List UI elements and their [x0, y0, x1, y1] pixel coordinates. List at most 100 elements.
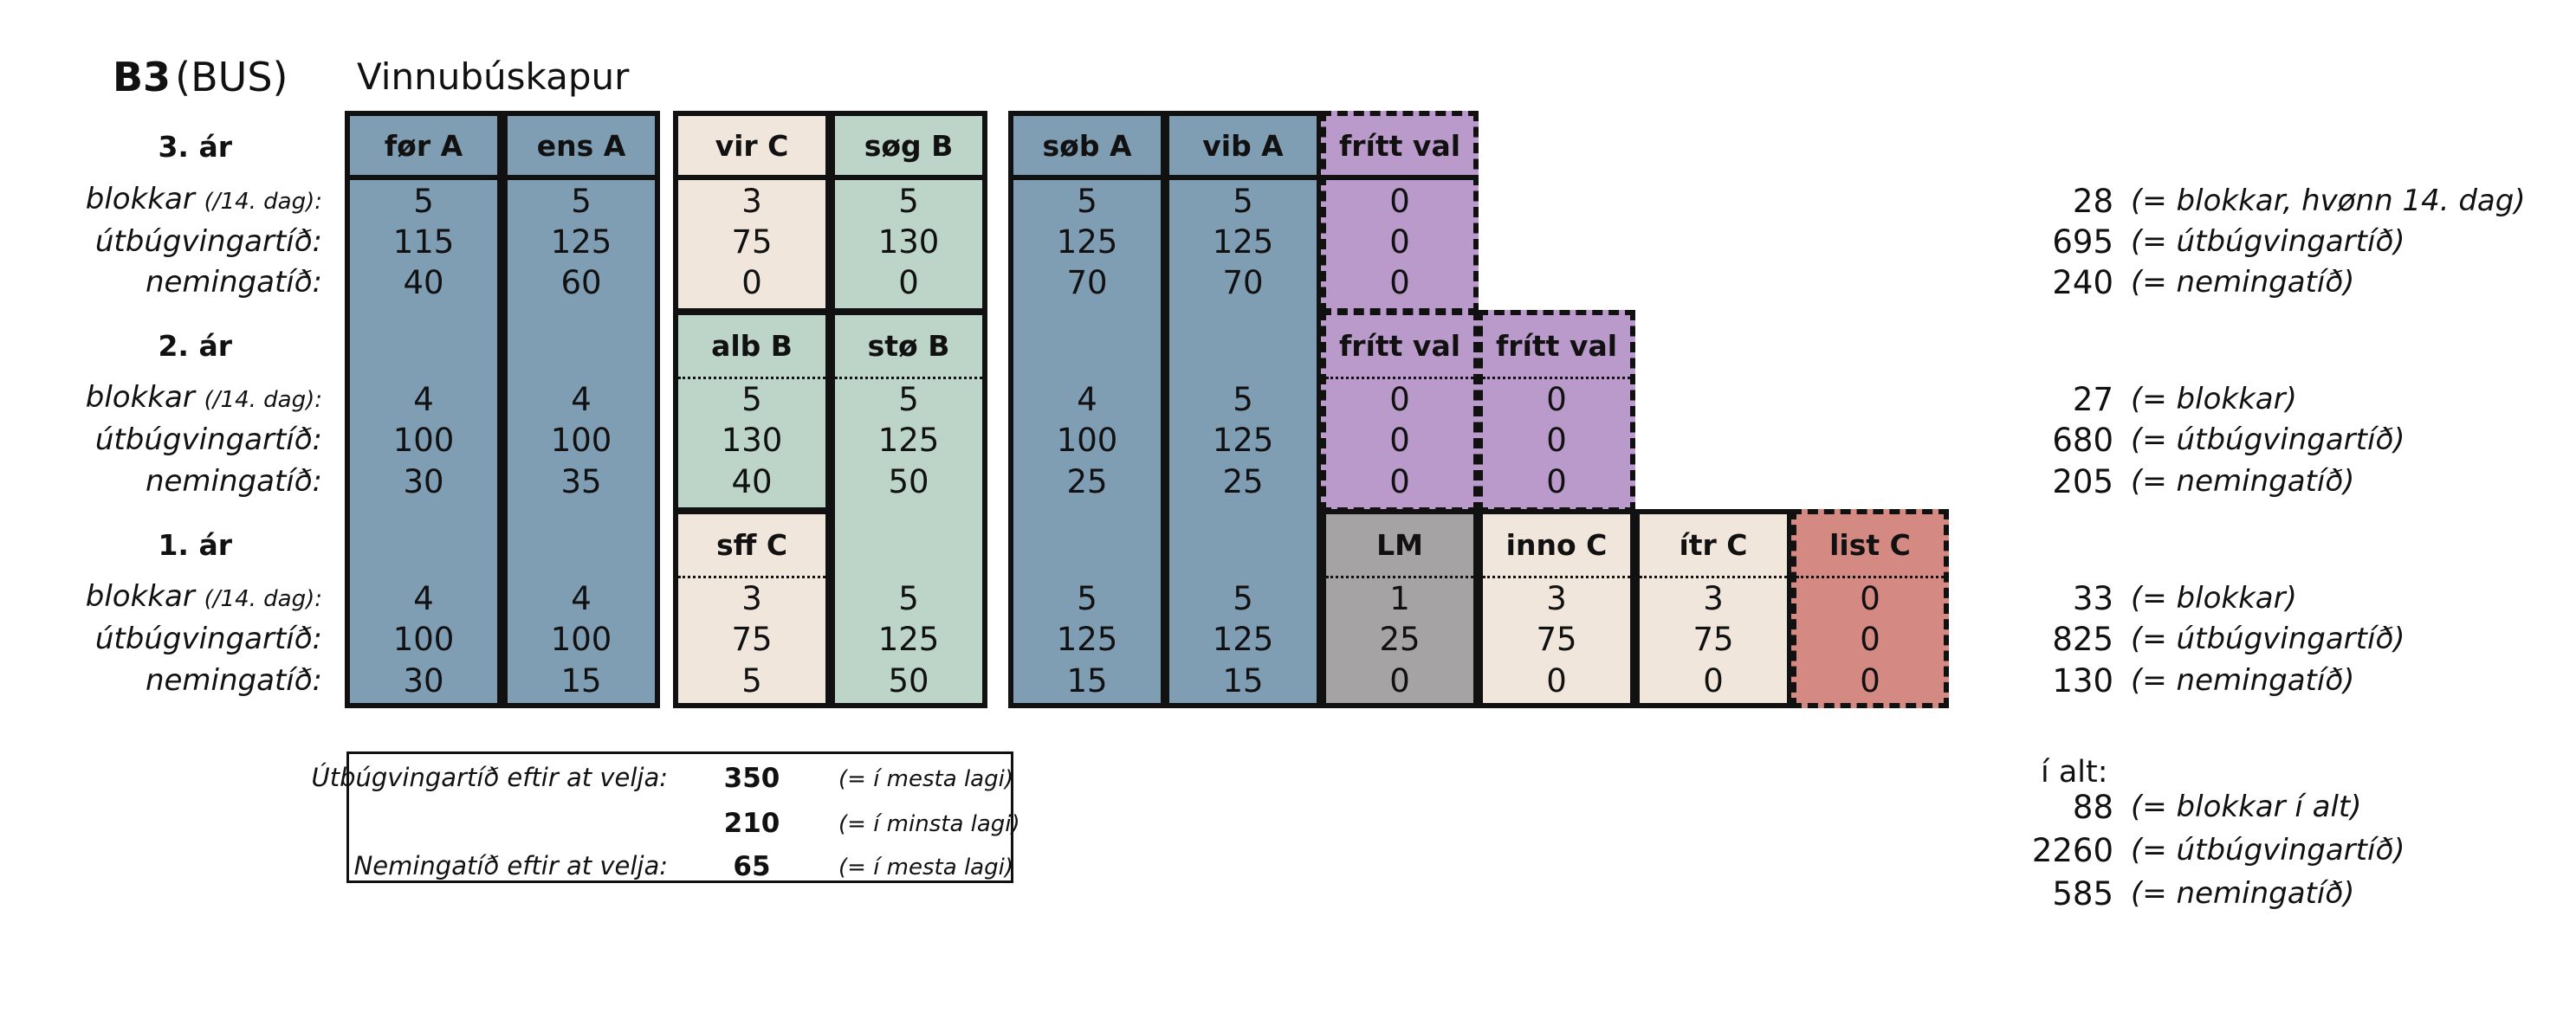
- subject-value-naem: 0: [1389, 264, 1410, 301]
- subject-value-utbug: 125: [877, 621, 940, 658]
- subject-value-utbug: 100: [550, 621, 612, 658]
- total-number: 130: [2052, 662, 2113, 700]
- subject-value-utbug: 75: [731, 621, 773, 658]
- subject-value-utbug: 100: [392, 422, 455, 459]
- subject-value-naem: 0: [1389, 662, 1410, 700]
- subject-header: søg B: [835, 116, 982, 180]
- total-number: 205: [2052, 463, 2113, 500]
- subject-value-blokkar: 3: [1546, 580, 1567, 617]
- subject-header: ítr C: [1640, 514, 1787, 578]
- row-label-blokkar-sub: (/14. dag):: [204, 189, 322, 215]
- subject-value-blokkar: 0: [1860, 580, 1880, 617]
- page-title: B3 (BUS): [113, 54, 288, 100]
- subject-value-blokkar: 4: [571, 381, 592, 418]
- subject-value-utbug: 0: [1389, 223, 1410, 261]
- grand-total-label-row: (= blokkar í alt): [2131, 790, 2362, 824]
- row-label-naem: nemingatíð:: [145, 464, 322, 499]
- subject-header: søb A: [1013, 116, 1161, 180]
- subject-value-naem: 40: [731, 463, 773, 500]
- total-label: (= nemingatíð): [2131, 464, 2355, 499]
- total-label: (= nemingatíð): [2131, 663, 2355, 698]
- elective-utbug-min-note: (= í minsta lagi): [838, 811, 1020, 837]
- subject-header: vir C: [678, 116, 825, 180]
- year-2-label: 2. ár: [158, 329, 232, 363]
- subject-column-block: [1164, 111, 1322, 708]
- grand-total-number: 88: [2072, 789, 2113, 826]
- subject-column-block: [673, 310, 831, 513]
- elective-naem-label: Nemingatíð eftir at velja:: [353, 851, 668, 880]
- subject-column-block: [1008, 111, 1166, 708]
- subject-value-utbug: 0: [1389, 422, 1410, 459]
- grand-total-number: 2260: [2031, 832, 2113, 869]
- subject-value-utbug: 100: [1056, 422, 1118, 459]
- total-number: 240: [2052, 264, 2113, 301]
- subject-value-utbug: 130: [877, 223, 940, 261]
- subject-column-block: [1791, 509, 1949, 708]
- subject-value-utbug: 125: [1212, 422, 1274, 459]
- subject-value-blokkar: 0: [1389, 183, 1410, 220]
- subject-value-blokkar: 5: [1233, 183, 1253, 220]
- total-number: 28: [2072, 183, 2113, 220]
- grand-total-label-row: (= útbúgvingartíð): [2131, 833, 2405, 867]
- programme-abbrev: (BUS): [175, 54, 288, 100]
- total-label: (= blokkar): [2131, 581, 2297, 616]
- subject-value-blokkar: 4: [1077, 381, 1097, 418]
- subject-header: alb B: [678, 315, 825, 379]
- subject-value-utbug: 100: [392, 621, 455, 658]
- row-label-utbug: útbúgvingartíð:: [94, 622, 322, 656]
- subject-value-blokkar: 5: [1077, 183, 1097, 220]
- subject-value-naem: 0: [1546, 463, 1567, 500]
- subject-column-block: [1321, 509, 1479, 708]
- elective-hours-box: Útbúgvingartíð eftir at velja: 350 (= í …: [311, 751, 1020, 883]
- subject-value-naem: 70: [1222, 264, 1264, 301]
- subject-value-blokkar: 5: [898, 381, 919, 418]
- subject-value-naem: 50: [888, 463, 929, 500]
- subject-value-naem: 25: [1222, 463, 1264, 500]
- subject-value-naem: 30: [403, 463, 444, 500]
- elective-utbug-max-note: (= í mesta lagi): [838, 766, 1013, 792]
- elective-naem-max: 65: [733, 851, 771, 882]
- subject-value-blokkar: 3: [741, 580, 762, 617]
- subject-column-block: [830, 310, 987, 708]
- subject-value-blokkar: 4: [571, 580, 592, 617]
- subject-column-block: [1321, 111, 1479, 313]
- subject-value-utbug: 75: [1536, 621, 1577, 658]
- programme-name: Vinnubúskapur: [357, 55, 630, 98]
- total-label: (= blokkar, hvønn 14. dag): [2131, 184, 2526, 218]
- subject-value-blokkar: 5: [1077, 580, 1097, 617]
- total-number: 680: [2052, 422, 2113, 459]
- subject-value-blokkar: 5: [1233, 381, 1253, 418]
- subject-value-naem: 15: [560, 662, 602, 700]
- subject-value-blokkar: 5: [413, 183, 434, 220]
- subject-value-naem: 0: [898, 264, 919, 301]
- total-number: 695: [2052, 223, 2113, 261]
- total-number: 27: [2072, 381, 2113, 418]
- subject-header: inno C: [1483, 514, 1630, 578]
- subject-value-blokkar: 5: [1233, 580, 1253, 617]
- subject-value-blokkar: 1: [1389, 580, 1410, 617]
- subject-value-blokkar: 5: [571, 183, 592, 220]
- subject-column-block: [1321, 310, 1479, 513]
- row-label-blokkar: blokkar (/14. dag):: [86, 182, 322, 216]
- subject-column-block: [502, 111, 660, 708]
- subject-value-naem: 0: [1546, 662, 1567, 700]
- subject-value-utbug: 25: [1379, 621, 1421, 658]
- total-label: (= útbúgvingartíð): [2131, 622, 2405, 656]
- subject-column-block: [1478, 310, 1635, 513]
- subject-value-blokkar: 3: [1703, 580, 1724, 617]
- subject-header: vib A: [1169, 116, 1317, 180]
- subject-header: før A: [350, 116, 497, 180]
- elective-naem-max-note: (= í mesta lagi): [838, 855, 1013, 880]
- subject-header: frítt val: [1483, 315, 1630, 379]
- row-label-blokkar-sub: (/14. dag):: [204, 387, 322, 413]
- subject-value-utbug: 125: [550, 223, 612, 261]
- subject-value-utbug: 0: [1546, 422, 1567, 459]
- subject-value-naem: 0: [1703, 662, 1724, 700]
- subject-value-naem: 0: [741, 264, 762, 301]
- subject-value-utbug: 125: [1212, 223, 1274, 261]
- subject-header: stø B: [835, 315, 982, 379]
- row-label-blokkar: blokkar (/14. dag):: [86, 380, 322, 415]
- total-number: 33: [2072, 580, 2113, 617]
- subject-header: ens A: [508, 116, 655, 180]
- subject-value-utbug: 130: [721, 422, 783, 459]
